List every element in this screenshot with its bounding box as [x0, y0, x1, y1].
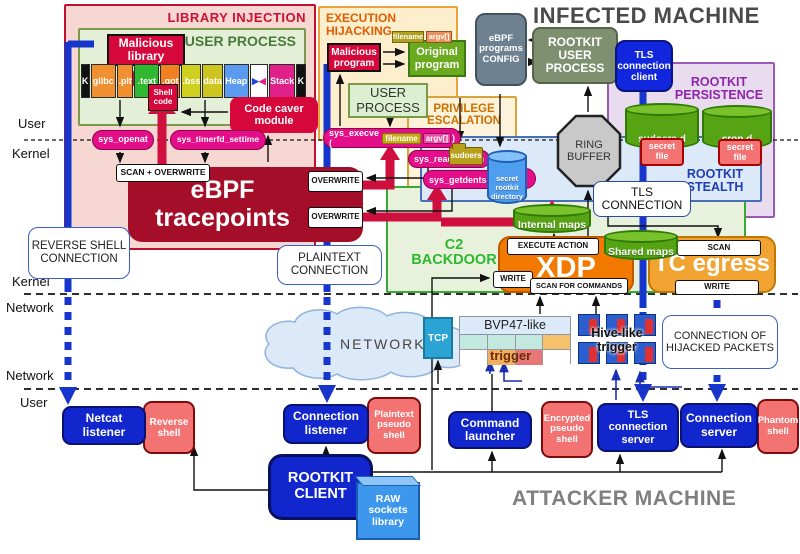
phantom-shell-box: Phantom shell: [757, 399, 799, 454]
argv-tag-top: argv[]: [426, 31, 452, 43]
library-injection-title: LIBRARY INJECTION: [167, 10, 306, 25]
ring-buffer-label: RING BUFFER: [567, 138, 611, 163]
infected-machine-title: INFECTED MACHINE: [533, 3, 760, 28]
hive-like-trigger-label: Hive-like trigger: [591, 326, 643, 354]
segment-bss: .bss: [181, 64, 202, 98]
layer-label-user-low: User: [20, 395, 48, 410]
tc-write-label: WRITE: [675, 280, 759, 295]
rootkit-stealth-title: ROOTKIT STEALTH: [686, 167, 744, 195]
layer-label-user-top: User: [18, 116, 46, 131]
sys-execve-pill: sys_execve ( filename argv[] ): [323, 128, 461, 148]
encrypted-pseudo-shell-box: Encrypted pseudo shell: [541, 401, 593, 458]
hive-packet: [606, 342, 628, 364]
layer-label-network-low: Network: [6, 368, 54, 383]
secret-rootkit-directory-cylinder: secret rootkit directory: [487, 150, 527, 204]
sys-execve-paren: ): [452, 133, 455, 143]
layer-label-network-mid: Network: [6, 300, 54, 315]
command-launcher-box: Command launcher: [448, 411, 532, 449]
hive-packet: [634, 314, 656, 336]
filename-tag-top: filename: [392, 31, 424, 43]
connection-server-box: Connection server: [680, 403, 758, 448]
rootkit-user-process-box: ROOTKIT USER PROCESS: [532, 27, 618, 84]
malicious-library-box: Malicious library: [107, 34, 185, 66]
secret-file-box-2: secret file: [718, 139, 762, 166]
tc-scan-label: SCAN: [677, 240, 761, 256]
malicious-program-box: Malicious program: [327, 43, 381, 72]
tcp-box: TCP: [423, 317, 453, 359]
segment-heap: Heap: [223, 64, 249, 98]
bvp47-packet-table: BVP47-like trigger: [459, 316, 571, 365]
netcat-listener-box: Netcat listener: [62, 406, 146, 445]
overwrite-label-1: OVERWRITE: [308, 171, 363, 192]
shared-maps-cylinder: Shared maps: [604, 230, 678, 260]
layer-label-kernel-top: Kernel: [12, 146, 50, 161]
execute-action-label: EXECUTE ACTION: [507, 238, 599, 255]
attacker-machine-title: ATTACKER MACHINE: [512, 487, 737, 510]
ebpf-programs-config-box: eBPF programs CONFIG: [475, 13, 527, 86]
plaintext-connection-label: PLAINTEXT CONNECTION: [277, 245, 382, 285]
segment-gap: ▶◀: [249, 64, 269, 98]
stack-grow-arrow-icon: ◀: [258, 75, 266, 86]
bvp47-row-1: [460, 335, 570, 349]
black-arrows: [115, 35, 727, 491]
rootkit-client-box: ROOTKIT CLIENT: [268, 454, 373, 520]
hive-packet: [578, 342, 600, 364]
segment-plt: .plt: [116, 64, 134, 98]
hive-packet: [578, 314, 600, 336]
connection-of-hijacked-packets-label: CONNECTION OF HIJACKED PACKETS: [662, 315, 778, 369]
internal-maps-cylinder: Internal maps: [513, 204, 591, 233]
shared-maps-label: Shared maps: [608, 246, 674, 258]
tls-connection-server-box: TLS connection server: [597, 403, 679, 452]
connection-listener-box: Connection listener: [283, 404, 369, 444]
memory-segments-bar: K glibc .plt .text .got .bss data Heap ▶…: [80, 64, 306, 98]
raw-sockets-library-label: RAW sockets library: [368, 492, 408, 528]
sys-openat-pill: sys_openat: [92, 130, 154, 150]
bvp47-trigger-label: trigger: [490, 348, 532, 363]
heap-grow-arrow-icon: ▶: [252, 75, 259, 86]
internal-maps-label: Internal maps: [517, 219, 587, 231]
argv-chip: argv[]: [422, 132, 451, 144]
c2-backdoor-title: C2 BACKDOOR: [411, 237, 497, 269]
filename-chip: filename: [382, 132, 421, 144]
plaintext-pseudo-shell-box: Plaintext pseudo shell: [367, 397, 421, 454]
secret-file-box-1: secret file: [640, 138, 684, 166]
execution-hijacking-title: EXECUTION HIJACKING: [326, 11, 397, 38]
segment-text: .text: [134, 64, 160, 98]
hive-packet: [606, 314, 628, 336]
xdp-write-label: WRITE: [493, 271, 533, 288]
sudoers-folder: sudoers: [449, 143, 483, 165]
segment-stack: Stack: [269, 64, 296, 98]
scan-overwrite-label: SCAN + OVERWRITE: [116, 164, 210, 182]
bvp47-header: BVP47-like: [460, 317, 570, 335]
tunnel-arrowheads: [59, 384, 726, 405]
sys-getdents-text: sys_getdents(: [429, 174, 490, 185]
user-process-title: USER PROCESS: [184, 33, 296, 49]
raw-sockets-library-box: RAW sockets library: [354, 476, 421, 540]
user-process-2-box: USER PROCESS: [348, 83, 428, 118]
secret-rootkit-directory-label: secret rootkit directory: [490, 174, 524, 201]
segment-kernel-right: K: [296, 64, 306, 98]
ring-buffer-octagon: RING BUFFER: [556, 114, 622, 188]
sys-timerfd-settime-pill: sys_timerfd_settime: [170, 130, 266, 150]
original-program-box: Original program: [408, 40, 466, 77]
hive-packet-group: Hive-like trigger: [578, 314, 656, 368]
reverse-shell-box: Reverse shell: [143, 401, 195, 454]
tls-connection-label: TLS CONNECTION: [593, 181, 691, 217]
sys-read-text: sys_read(: [414, 154, 457, 164]
hive-packet: [634, 342, 656, 364]
scan-for-commands-label: SCAN FOR COMMANDS: [530, 278, 628, 294]
sys-execve-text: sys_execve (: [329, 128, 380, 148]
segment-data: data: [202, 64, 223, 98]
rootkit-persistence-title: ROOTKIT PERSISTENCE: [674, 75, 764, 103]
segment-kernel-left: K: [80, 64, 90, 98]
segment-glibc: glibc: [90, 64, 116, 98]
reverse-shell-connection-label: REVERSE SHELL CONNECTION: [28, 227, 130, 279]
network-label: NETWORK: [340, 336, 426, 352]
tls-connection-client-box: TLS connection client: [615, 40, 673, 92]
code-caver-module-box: Code caver module: [230, 97, 318, 133]
shell-code-box: Shell code: [148, 84, 178, 111]
privilege-escalation-title: PRIVILEGE ESCALATION: [427, 103, 501, 128]
overwrite-label-2: OVERWRITE: [308, 207, 363, 228]
